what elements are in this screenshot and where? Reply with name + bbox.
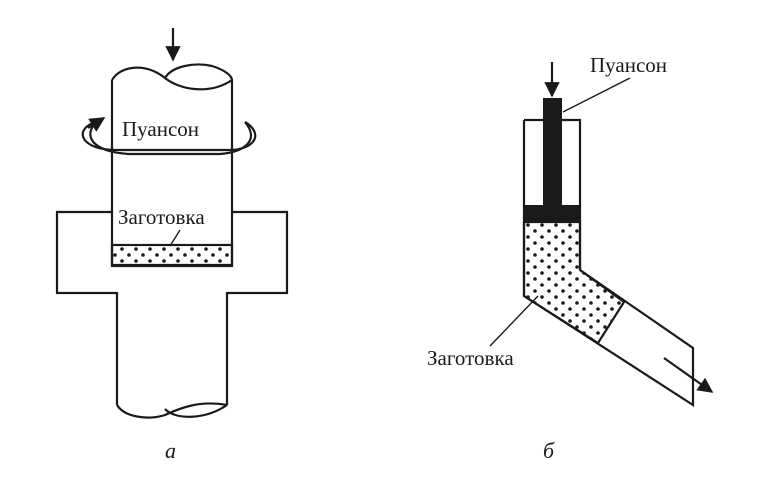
extrusion-arrow — [663, 357, 714, 393]
blank-leader-b — [489, 295, 539, 347]
blank-leader-a — [169, 229, 181, 247]
channel-outer — [523, 269, 695, 408]
punch-label-b: Пуансон — [590, 53, 667, 77]
caption-b: б — [543, 438, 555, 463]
blank-label-b: Заготовка — [427, 346, 514, 370]
die-shaft-bottom-back — [164, 404, 228, 418]
blank-a — [110, 243, 234, 268]
rotation-arrow — [81, 120, 257, 152]
blank-label-a: Заготовка — [118, 205, 205, 229]
blank-b — [522, 220, 626, 345]
punch-cylinder — [110, 80, 234, 267]
caption-a: а — [165, 438, 176, 463]
figure-a: Пуансон Заготовка а — [55, 28, 289, 463]
punch-label-a: Пуансон — [122, 117, 199, 141]
rotation-arrow-head — [87, 117, 106, 132]
die-shaft-bottom — [116, 402, 228, 419]
punch-b — [524, 98, 580, 222]
rotation-arrow-front — [89, 121, 252, 156]
die-body — [55, 210, 289, 405]
punch-leader-b — [562, 77, 631, 113]
figure-b: Пуансон Заготовка б — [427, 53, 714, 463]
punch-top-wave-back — [164, 63, 234, 81]
